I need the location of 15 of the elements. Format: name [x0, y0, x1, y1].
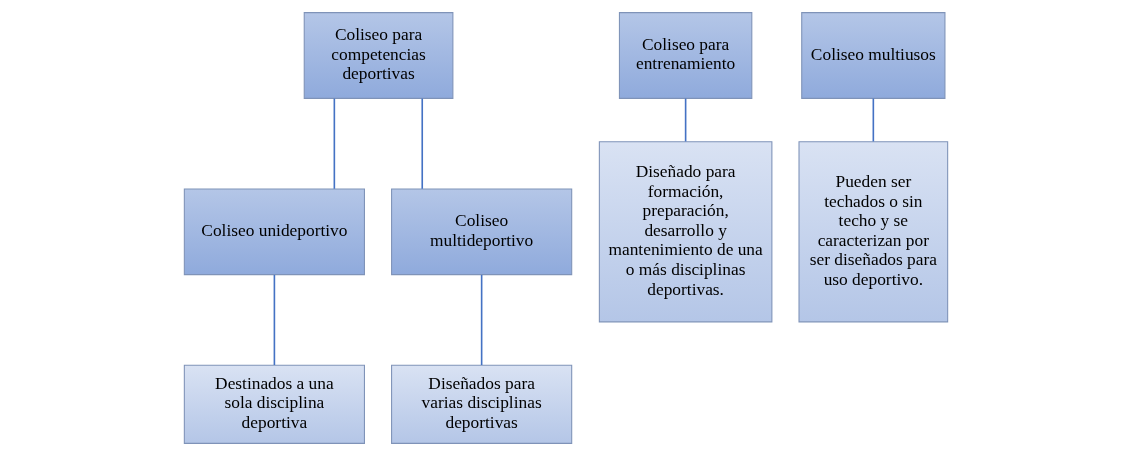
node-box: Coliseo para competencias deportivas: [303, 12, 453, 99]
node-box: Coliseo unideportivo: [183, 188, 365, 276]
connector: [684, 97, 686, 143]
node-box: Coliseo multiusos: [800, 12, 945, 99]
connector: [420, 97, 423, 190]
connector: [333, 97, 335, 190]
connector: [872, 97, 874, 143]
connector: [480, 274, 482, 366]
connector: [273, 274, 275, 366]
node-box: Diseñado para formación, preparación, desarrollo y mantenimiento de una o más disciplinas deportivas.: [598, 141, 772, 323]
node-box: Coliseo para entrenamiento: [618, 12, 752, 99]
node-box: Destinados a una sola disciplina deportiva: [183, 364, 365, 444]
node-box: Pueden ser techados o sin techo y se caracterizan por ser diseñados para uso deportivo.: [797, 141, 948, 323]
node-box: Diseñados para varias disciplinas deportivas: [390, 364, 572, 444]
node-box: Coliseo multideportivo: [390, 188, 572, 276]
